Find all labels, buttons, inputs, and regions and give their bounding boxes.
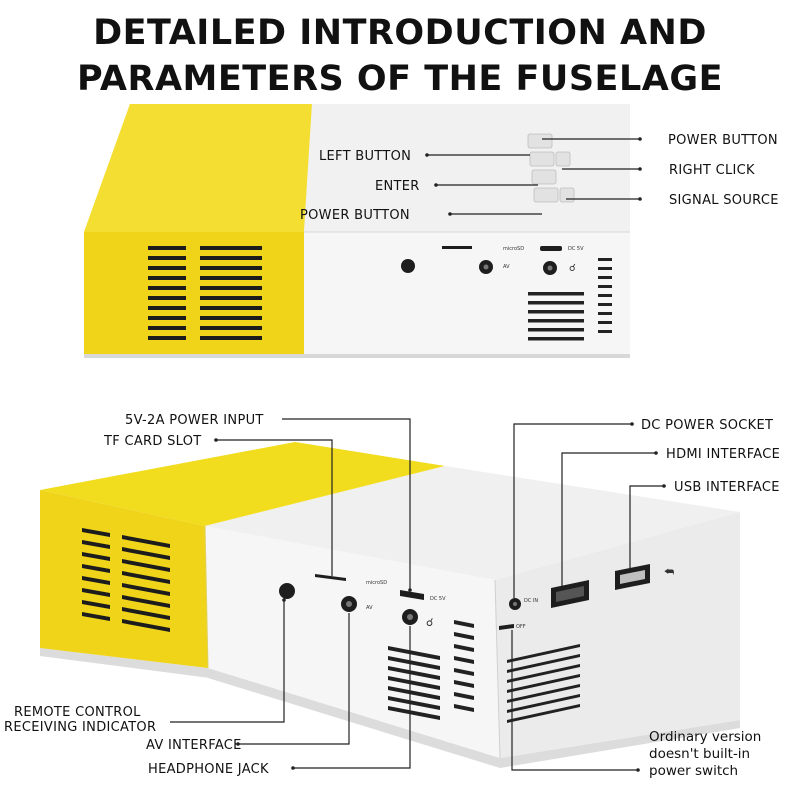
title-line-2: PARAMETERS OF THE FUSELAGE: [76, 59, 723, 99]
top-projector: microSD AV DC 5V ☌: [84, 104, 630, 358]
title-line-1: DETAILED INTRODUCTION AND: [93, 13, 707, 53]
label-left-button: LEFT BUTTON: [319, 149, 411, 164]
top-labels: LEFT BUTTON ENTER POWER BUTTON POWER BUT…: [300, 133, 779, 223]
bottom-ir-receiver: [279, 583, 295, 599]
top-yellow-front: [84, 232, 304, 354]
note-line-1: Ordinary version: [649, 729, 761, 745]
bottom-switch-slot: [499, 624, 514, 630]
top-tf-slot: [442, 246, 472, 249]
bottom-white-side: [495, 512, 740, 758]
usb-icon: ⮪: [664, 565, 674, 578]
top-ports: microSD AV DC 5V ☌: [401, 246, 584, 275]
bottom-white-top: [205, 466, 740, 580]
label-power-input: 5V-2A POWER INPUT: [125, 413, 264, 428]
bottom-white-vents: [388, 620, 474, 720]
bottom-yellow-front: [40, 490, 208, 668]
label-power-button-left: POWER BUTTON: [300, 208, 410, 223]
bottom-microsd-text: microSD: [366, 580, 387, 586]
bottom-yellow-vents: [82, 528, 170, 632]
label-tf-card-slot: TF CARD SLOT: [103, 434, 202, 449]
label-hdmi-interface: HDMI INTERFACE: [666, 447, 780, 462]
note-line-2: doesn't built-in: [649, 746, 750, 762]
top-av-text: AV: [503, 264, 510, 270]
top-signal-source-button[interactable]: [559, 187, 575, 203]
label-av-interface: AV INTERFACE: [146, 738, 242, 753]
label-remote-line2: RECEIVING INDICATOR: [4, 720, 156, 735]
top-usb-power-port: [540, 246, 562, 251]
bottom-off-text: OFF: [516, 624, 526, 630]
bottom-usb-power-port: [400, 590, 424, 600]
bottom-av-text: AV: [366, 605, 373, 611]
top-bottom-power-button[interactable]: [533, 187, 559, 203]
top-white-vents: [528, 258, 612, 341]
top-enter-button[interactable]: [531, 169, 557, 185]
top-dc-text: DC 5V: [568, 246, 584, 252]
bottom-side-ports: DC IN OFF ⮪: [499, 564, 674, 723]
bottom-projector: microSD AV DC 5V ☌: [40, 442, 740, 768]
label-signal-source: SIGNAL SOURCE: [669, 193, 779, 208]
top-microsd-text: microSD: [503, 246, 524, 252]
bottom-labels: 5V-2A POWER INPUT TF CARD SLOT REMOTE CO…: [4, 413, 780, 779]
top-left-button[interactable]: [529, 151, 555, 167]
bottom-front-ports: microSD AV DC 5V ☌: [279, 574, 446, 629]
note-line-3: power switch: [649, 763, 738, 779]
bottom-dcin-text: DC IN: [524, 598, 538, 604]
bottom-tf-slot: [315, 574, 346, 581]
top-right-click-button[interactable]: [555, 151, 571, 167]
label-headphone-jack: HEADPHONE JACK: [148, 762, 269, 777]
bottom-headphone-icon: ☌: [426, 616, 433, 629]
top-ir-receiver: [401, 259, 415, 273]
label-dc-power-socket: DC POWER SOCKET: [641, 418, 773, 433]
label-usb-interface: USB INTERFACE: [674, 480, 780, 495]
top-yellow-vents: [148, 246, 262, 340]
top-power-button[interactable]: [527, 133, 553, 149]
bottom-yellow-top: [40, 442, 445, 526]
label-power-button-right: POWER BUTTON: [668, 133, 778, 148]
label-right-click: RIGHT CLICK: [669, 163, 755, 178]
headphone-icon: ☌: [569, 263, 576, 274]
label-remote-line1: REMOTE CONTROL: [14, 705, 141, 720]
bottom-white-front: [205, 526, 500, 758]
bottom-dc-text: DC 5V: [430, 596, 446, 602]
label-enter: ENTER: [375, 179, 420, 194]
